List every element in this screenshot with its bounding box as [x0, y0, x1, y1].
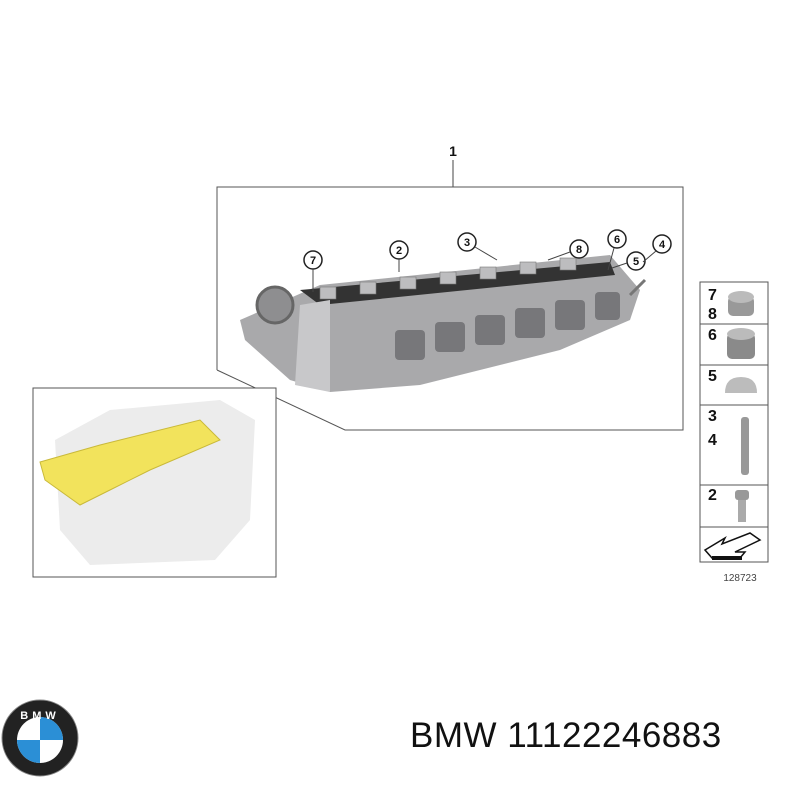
part-number-8: 8: [708, 306, 717, 323]
svg-text:3: 3: [464, 237, 470, 249]
callout-5: 5: [611, 251, 646, 271]
cylinder-head-illustration: [240, 255, 647, 392]
part-number-5: 5: [708, 368, 717, 385]
engine-location-inset: [32, 387, 277, 578]
plug-screw-icon: [728, 291, 754, 316]
callout-8: 8: [547, 239, 589, 261]
brand-name: BMW: [410, 716, 498, 755]
drawing-number: 128723: [723, 573, 757, 584]
assembly-frame: 1: [216, 143, 684, 431]
callout-4: 4: [642, 234, 672, 263]
svg-text:8: 8: [576, 244, 582, 256]
cap-icon: [725, 377, 757, 393]
bmw-logo: BMW: [1, 699, 79, 777]
svg-text:7: 7: [310, 255, 316, 267]
callout-3: 3: [457, 232, 498, 261]
callouts: 7 2 3 8 6 5 4: [303, 229, 672, 292]
part-number-4: 4: [708, 432, 717, 449]
arrow-icon: [703, 532, 762, 560]
svg-text:4: 4: [659, 239, 666, 251]
stud-bolt-icon: [741, 417, 749, 475]
part-caption: BMW 11122246883: [410, 716, 722, 756]
parts-column: 7 8 6 5 3 4 2 128723: [699, 281, 769, 584]
highlighted-part: [39, 419, 221, 506]
svg-text:BMW: BMW: [20, 710, 60, 722]
callout-7: 7: [303, 250, 323, 292]
part-number-6: 6: [708, 327, 717, 344]
bolt-icon: [735, 490, 749, 522]
threaded-plug-icon: [727, 328, 755, 359]
svg-text:5: 5: [633, 256, 639, 268]
callout-6: 6: [607, 229, 627, 271]
svg-text:2: 2: [396, 245, 402, 257]
part-number-2: 2: [708, 487, 717, 504]
part-number-7: 7: [708, 287, 717, 304]
main-label: 1: [449, 143, 457, 159]
part-number: 11122246883: [507, 716, 722, 755]
part-number-3: 3: [708, 408, 717, 425]
callout-2: 2: [389, 240, 409, 272]
svg-text:6: 6: [614, 234, 620, 246]
